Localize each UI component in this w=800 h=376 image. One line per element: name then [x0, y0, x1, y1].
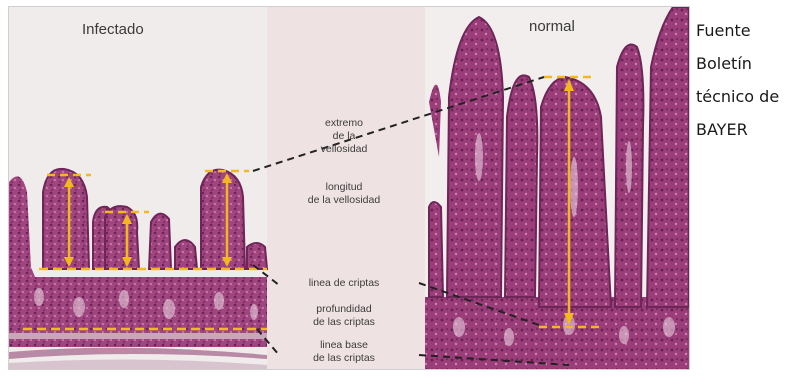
annotation-text: extremo — [279, 117, 409, 130]
normal-tissue — [425, 7, 689, 369]
annotation-crypt-depth: profundidad de las criptas — [279, 303, 409, 329]
source-line: BAYER — [696, 113, 796, 146]
annotation-text: de la — [279, 130, 409, 143]
annotation-text: vellosidad — [279, 143, 409, 156]
source-line: Fuente — [696, 14, 796, 47]
annotation-text: de las criptas — [279, 352, 409, 365]
annotation-crypt-line: linea de criptas — [279, 277, 409, 290]
histology-figure: Infectado normal extremo de la vellosida… — [8, 6, 690, 370]
normal-label: normal — [529, 18, 575, 35]
infected-label: Infectado — [82, 21, 144, 38]
annotation-crypt-base: linea base de las criptas — [279, 339, 409, 365]
annotation-text: profundidad — [279, 303, 409, 316]
annotation-text: longitud — [279, 181, 409, 194]
annotation-text: de las criptas — [279, 316, 409, 329]
source-line: Boletín — [696, 47, 796, 80]
source-caption: Fuente Boletín técnico de BAYER — [696, 14, 796, 146]
annotation-text: linea de criptas — [279, 277, 409, 290]
annotation-villus-length: longitud de la vellosidad — [279, 181, 409, 207]
annotation-text: de la vellosidad — [279, 194, 409, 207]
annotation-villus-tip: extremo de la vellosidad — [279, 117, 409, 156]
source-line: técnico de — [696, 80, 796, 113]
annotation-text: linea base — [279, 339, 409, 352]
